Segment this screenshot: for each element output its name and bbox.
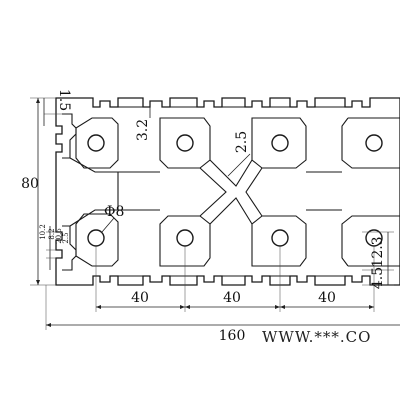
label-web: 2.5 bbox=[234, 131, 250, 153]
bore-bottom-1 bbox=[87, 229, 105, 247]
bores bbox=[87, 134, 383, 247]
bore-top-3 bbox=[271, 134, 289, 152]
label-pitch-3: 40 bbox=[318, 290, 336, 306]
bore-bottom-3 bbox=[271, 229, 289, 247]
label-pitch-1: 40 bbox=[131, 290, 149, 306]
label-slot-depth: 1.5 bbox=[56, 89, 72, 111]
dim-slot-depth: 1.5 bbox=[43, 89, 72, 126]
label-slot-left-4: 2.5 bbox=[62, 232, 70, 243]
dim-slot-right: 12.3 4.5 bbox=[362, 231, 394, 289]
label-slot-width: 12.3 bbox=[370, 236, 386, 267]
bore-top-1 bbox=[87, 134, 105, 152]
label-slot-left-2: 8.2 bbox=[48, 228, 56, 239]
label-bore-diameter: Φ8 bbox=[104, 204, 124, 220]
label-slot-left-3: 20.5 bbox=[55, 228, 63, 244]
watermark-text: WWW.***.CO bbox=[262, 328, 371, 346]
dim-overall-height: 80 bbox=[21, 97, 56, 286]
label-overall-width: 160 bbox=[219, 328, 246, 344]
bore-bottom-2 bbox=[176, 229, 194, 247]
dim-pitches: 40 40 40 bbox=[95, 246, 375, 312]
label-wall-top: 3.2 bbox=[135, 119, 151, 141]
dim-overall-width: 160 bbox=[45, 285, 400, 344]
label-pitch-2: 40 bbox=[223, 290, 241, 306]
dim-bore-diameter: Φ8 bbox=[101, 204, 124, 233]
profile-webs bbox=[62, 106, 400, 277]
profile-outline bbox=[55, 97, 400, 286]
label-slot-left-1: 10.2 bbox=[39, 224, 47, 240]
dim-slot-left-stack: 10.2 8.2 20.5 2.5 bbox=[39, 224, 70, 270]
label-overall-height: 80 bbox=[21, 176, 39, 192]
label-slot-lip: 4.5 bbox=[370, 267, 386, 289]
bore-top-2 bbox=[176, 134, 194, 152]
bore-top-4 bbox=[365, 134, 383, 152]
dim-web: 2.5 bbox=[227, 131, 251, 177]
dim-wall-top: 3.2 bbox=[135, 101, 151, 141]
